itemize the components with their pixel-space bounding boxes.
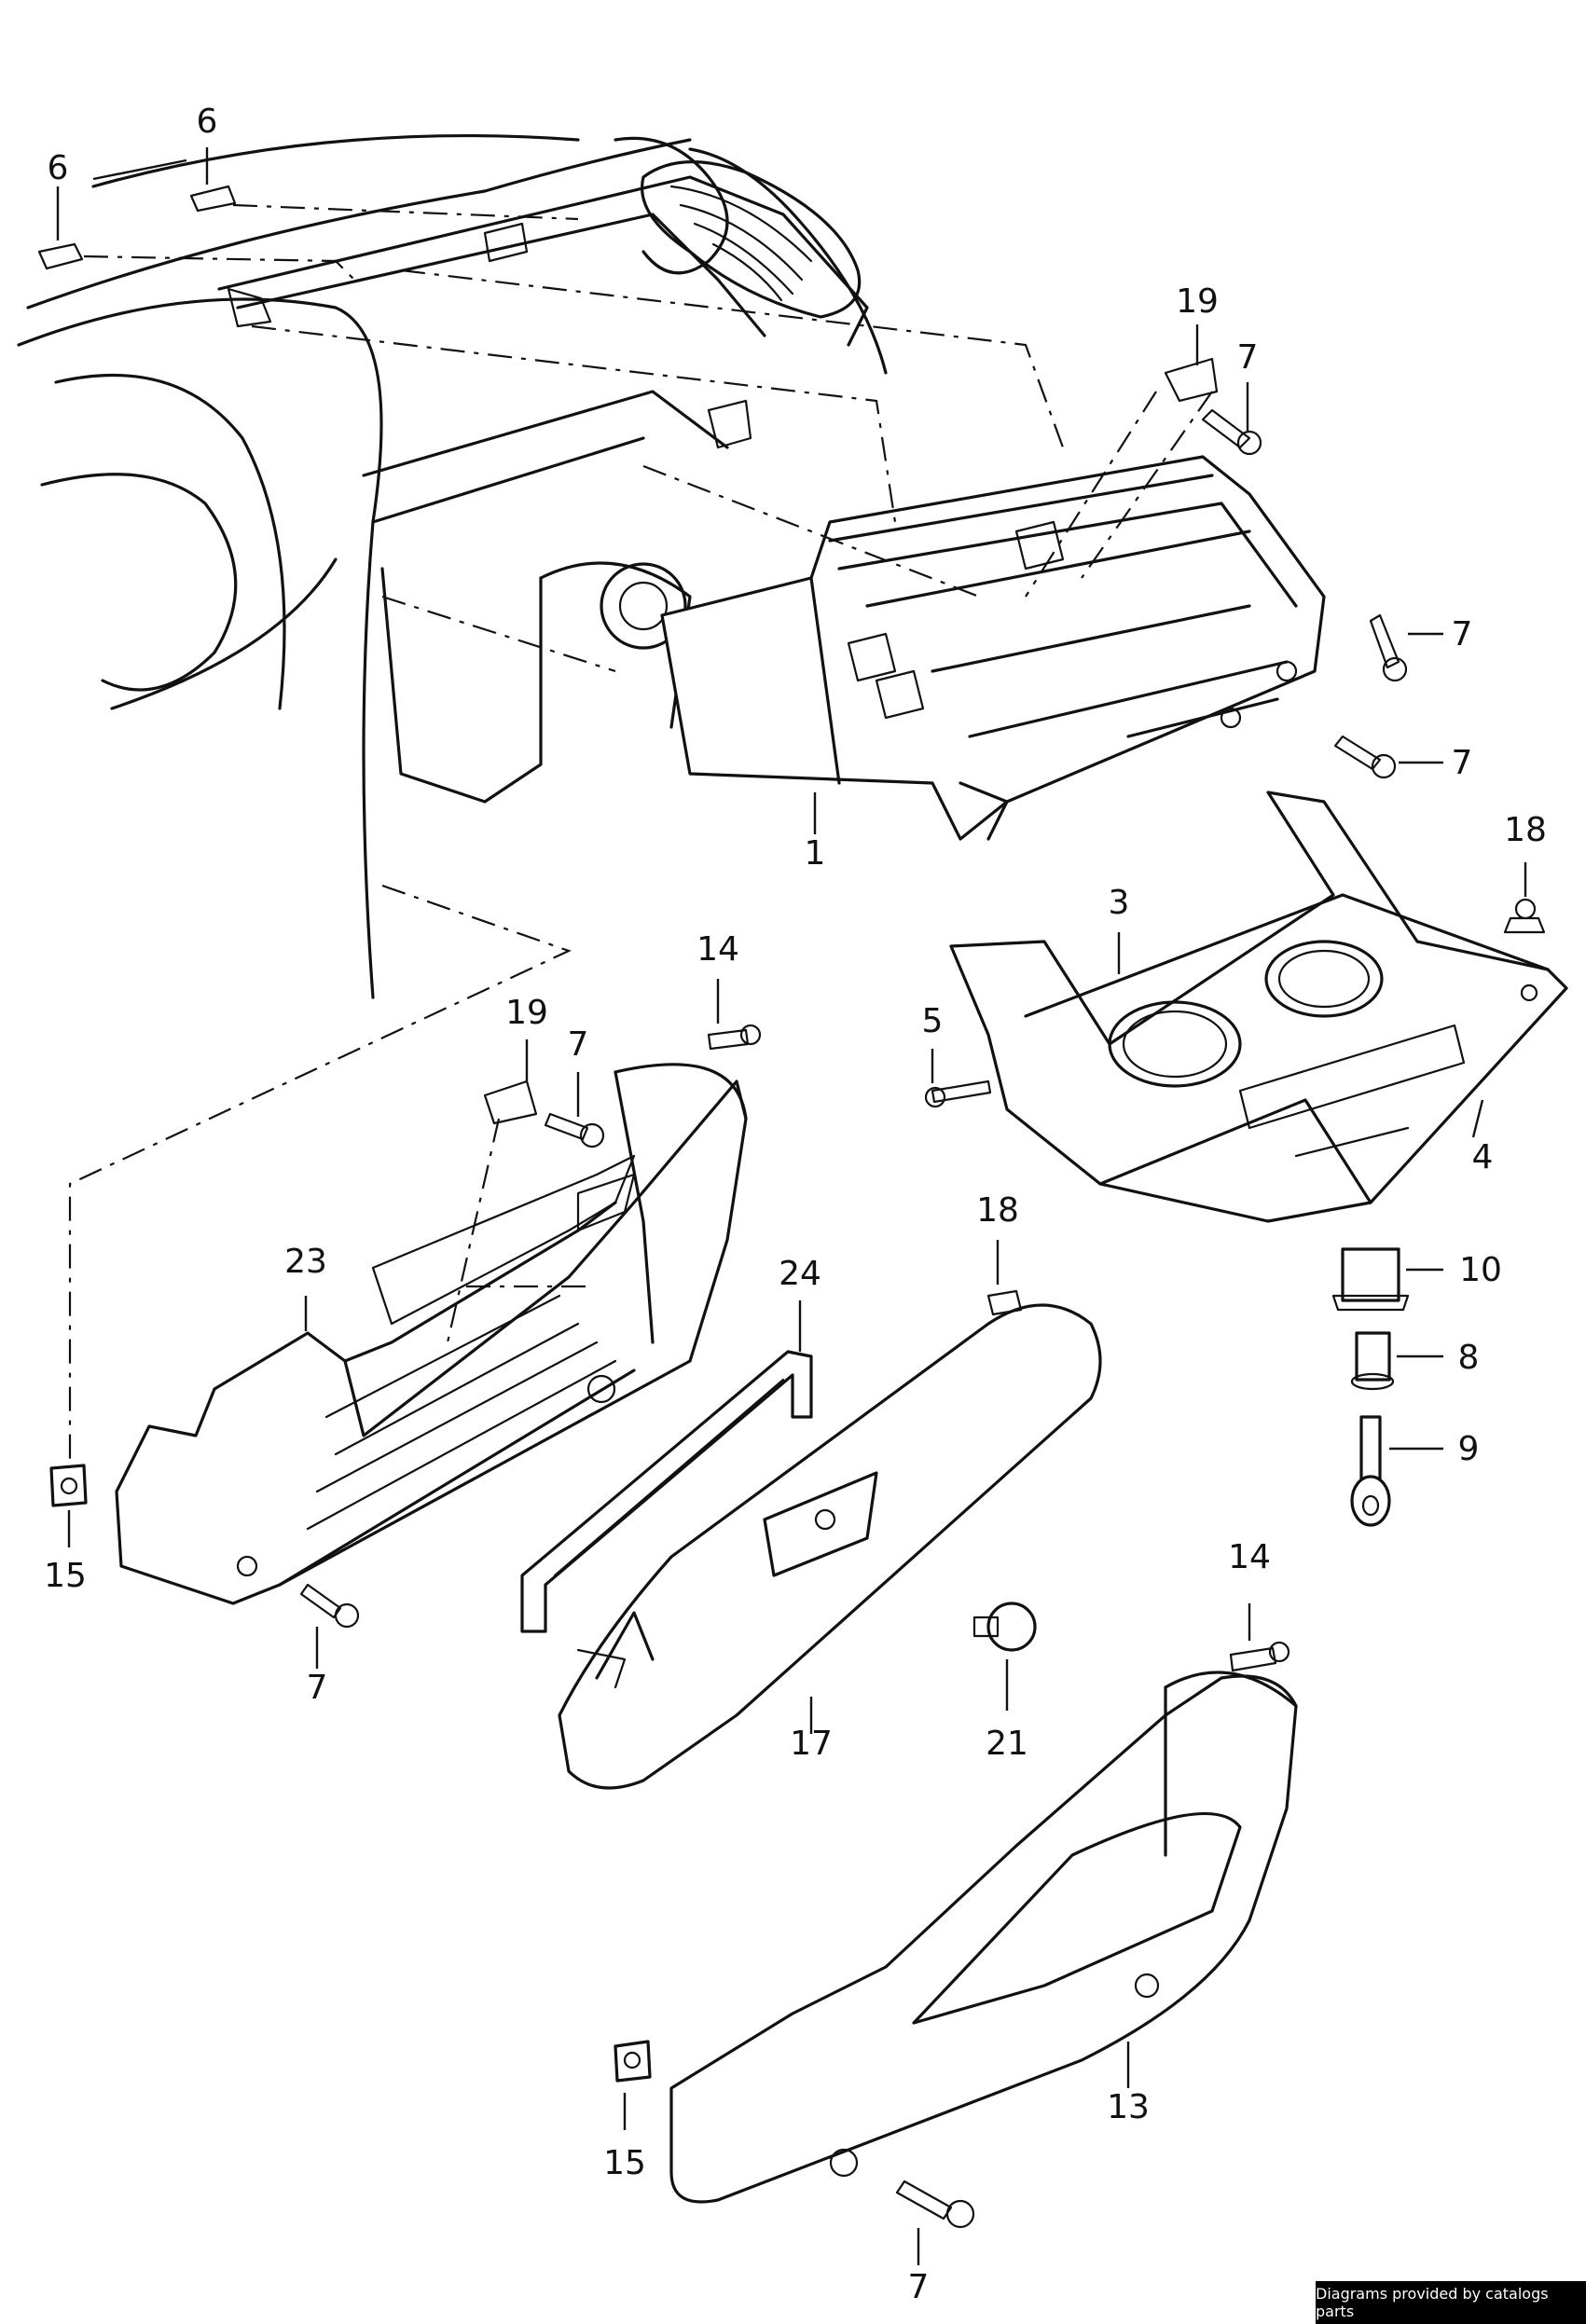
callout-7: 7 <box>307 1669 328 1707</box>
callout-17: 17 <box>790 1725 833 1763</box>
assembly-lines <box>68 203 1213 1464</box>
button-21 <box>986 1602 1037 1652</box>
callout-6: 6 <box>48 149 69 187</box>
nut-15a <box>49 1464 88 1507</box>
fasteners <box>37 185 1546 2229</box>
callout-7: 7 <box>1452 615 1473 653</box>
screw-7-a <box>1201 408 1251 449</box>
clip-6b <box>189 185 237 213</box>
nut-15b <box>614 2040 652 2083</box>
leader-lines <box>56 147 1527 2265</box>
credit-badge: Diagrams provided by catalogs parts <box>1316 2281 1586 2324</box>
callout-19: 19 <box>505 994 548 1032</box>
part-3-cupholder-tray <box>949 791 1568 1223</box>
callout-18: 18 <box>976 1191 1019 1230</box>
callout-10: 10 <box>1459 1251 1502 1289</box>
callout-24: 24 <box>779 1255 821 1293</box>
part-17-lid <box>558 1303 1102 1790</box>
clip-6a <box>37 242 84 270</box>
callout-3: 3 <box>1109 884 1130 922</box>
callout-21: 21 <box>986 1725 1028 1763</box>
screw-7-e <box>299 1583 342 1619</box>
part-23-lower-frame <box>115 1063 748 1605</box>
part-1-housing <box>660 455 1326 841</box>
screw-7-f <box>895 2180 953 2221</box>
callout-7: 7 <box>908 2268 930 2306</box>
pin-14b <box>1229 1646 1277 1672</box>
part-13-lower-shell <box>669 1671 1298 2204</box>
callout-5: 5 <box>922 1002 944 1040</box>
callout-18: 18 <box>1504 811 1547 849</box>
callout-15: 15 <box>44 1557 87 1595</box>
callout-13: 13 <box>1107 2088 1150 2126</box>
callout-14: 14 <box>696 930 739 969</box>
screw-7-b <box>1369 613 1400 669</box>
lock-cylinder-10 <box>1341 1247 1400 1302</box>
callout-7: 7 <box>1237 338 1259 377</box>
callout-7: 7 <box>568 1025 589 1064</box>
callout-4: 4 <box>1472 1138 1494 1176</box>
callout-1: 1 <box>805 834 826 873</box>
key-9 <box>1359 1415 1382 1484</box>
callout-8: 8 <box>1458 1339 1480 1377</box>
callout-14: 14 <box>1228 1538 1271 1576</box>
screw-5 <box>931 1079 992 1104</box>
dashboard-panel <box>17 133 888 999</box>
clip-18b <box>986 1289 1023 1316</box>
callout-23: 23 <box>284 1243 327 1281</box>
screw-7-d <box>544 1112 589 1141</box>
clip-19-lower <box>483 1079 538 1125</box>
callout-7: 7 <box>1452 744 1473 782</box>
callout-6: 6 <box>197 103 218 141</box>
callout-15: 15 <box>603 2144 646 2182</box>
callout-19: 19 <box>1176 282 1219 321</box>
clip-18a <box>1503 916 1546 934</box>
callout-labels: 6 6 19 7 7 7 1 18 3 5 4 14 19 7 23 24 18… <box>44 103 1547 2306</box>
part-24-seal-strip <box>520 1350 813 1633</box>
lock-insert-8 <box>1355 1331 1391 1382</box>
callout-9: 9 <box>1458 1430 1480 1468</box>
